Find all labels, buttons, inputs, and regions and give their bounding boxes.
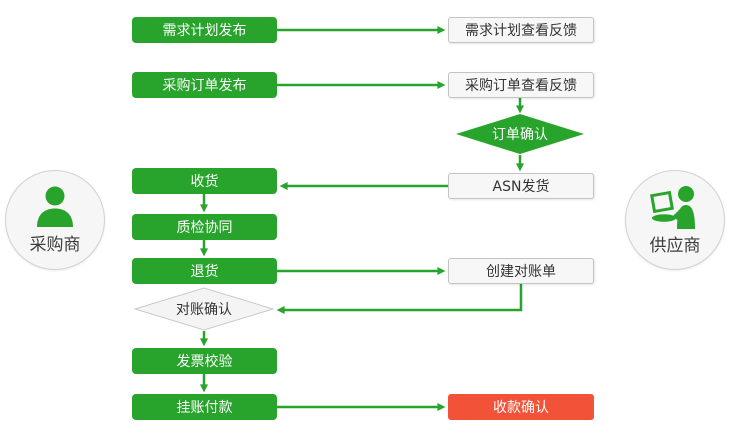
buyer-person-icon — [37, 186, 73, 227]
node-return-goods: 退货 — [132, 258, 277, 284]
node-receive: 收货 — [132, 168, 277, 194]
actor-buyer: 采购商 — [5, 170, 105, 270]
node-demand-plan-feedback: 需求计划查看反馈 — [448, 17, 594, 43]
node-receipt-confirm: 收款确认 — [448, 394, 594, 420]
node-asn-ship: ASN发货 — [448, 173, 594, 199]
node-quality-check: 质检协同 — [132, 214, 277, 240]
node-create-statement: 创建对账单 — [448, 258, 594, 284]
actor-buyer-label: 采购商 — [29, 234, 81, 255]
connector-statement-to-confirm — [276, 284, 523, 314]
node-payment: 挂账付款 — [132, 394, 277, 420]
supplier-person-laptop-icon — [650, 185, 695, 229]
actor-supplier: 供应商 — [625, 170, 725, 270]
node-demand-plan-publish: 需求计划发布 — [132, 17, 277, 43]
node-po-publish: 采购订单发布 — [132, 72, 277, 98]
diamond-order-confirm — [456, 114, 584, 154]
node-po-feedback: 采购订单查看反馈 — [448, 72, 594, 98]
node-invoice-verify: 发票校验 — [132, 348, 277, 374]
actor-supplier-label: 供应商 — [649, 235, 701, 256]
diamond-statement-confirm — [133, 287, 275, 331]
